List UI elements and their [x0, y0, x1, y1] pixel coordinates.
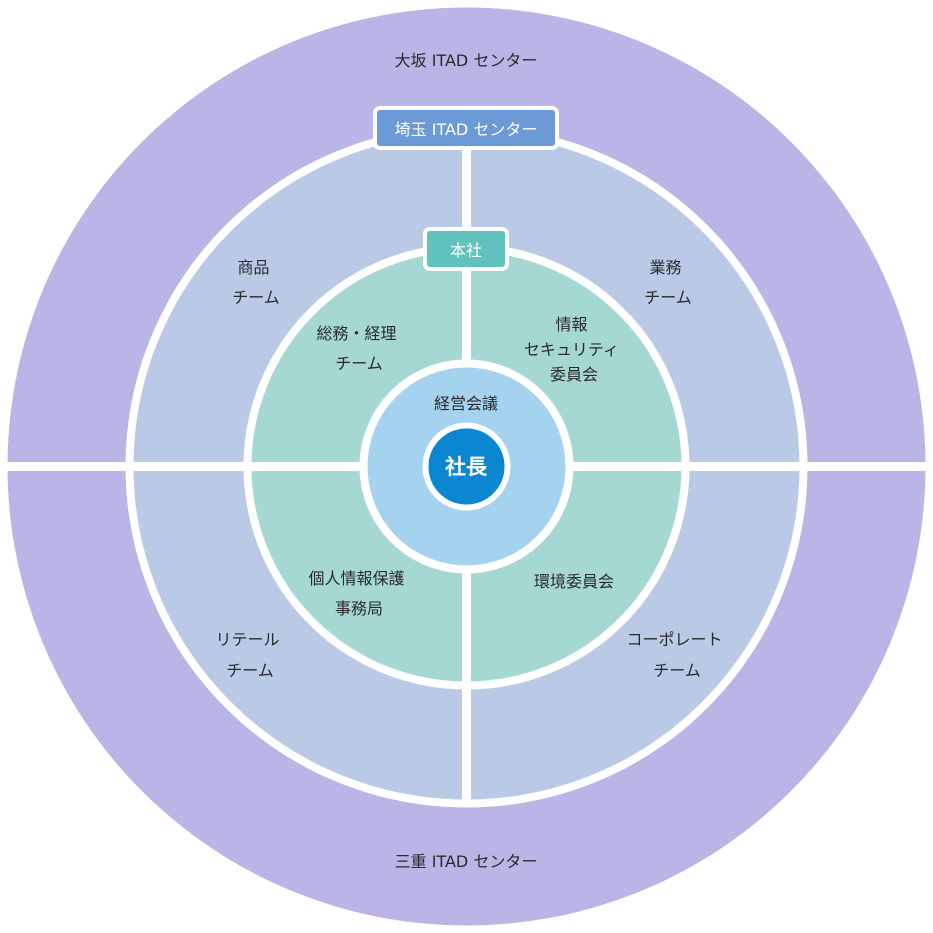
president-label: 社長 — [444, 455, 488, 479]
management-meeting-label: 経営会議 — [434, 394, 498, 413]
retail-team-label: リテール チーム — [215, 630, 284, 680]
corporate-team-label: コーポレート チーム — [626, 630, 727, 680]
osaka-center-label: 大坂 ITAD センター — [395, 51, 538, 70]
mie-center-label: 三重 ITAD センター — [395, 852, 538, 871]
honsha-tag-box — [423, 227, 509, 271]
environment-committee-label: 環境委員会 — [534, 572, 614, 591]
product-team-label: 商品 チーム — [232, 258, 280, 307]
president-circle — [422, 422, 511, 511]
saitama-tag-label: 埼玉 ITAD センター — [395, 120, 538, 139]
honsha-tag-label: 本社 — [450, 241, 482, 260]
saitama-tag-box — [373, 106, 559, 150]
security-committee-label: 情報 セキュリティ 委員会 — [524, 315, 624, 384]
general-affairs-team-label: 総務・経理 チーム — [316, 324, 401, 373]
operations-team-label: 業務 チーム — [644, 258, 692, 307]
privacy-office-label: 個人情報保護 事務局 — [308, 569, 409, 618]
